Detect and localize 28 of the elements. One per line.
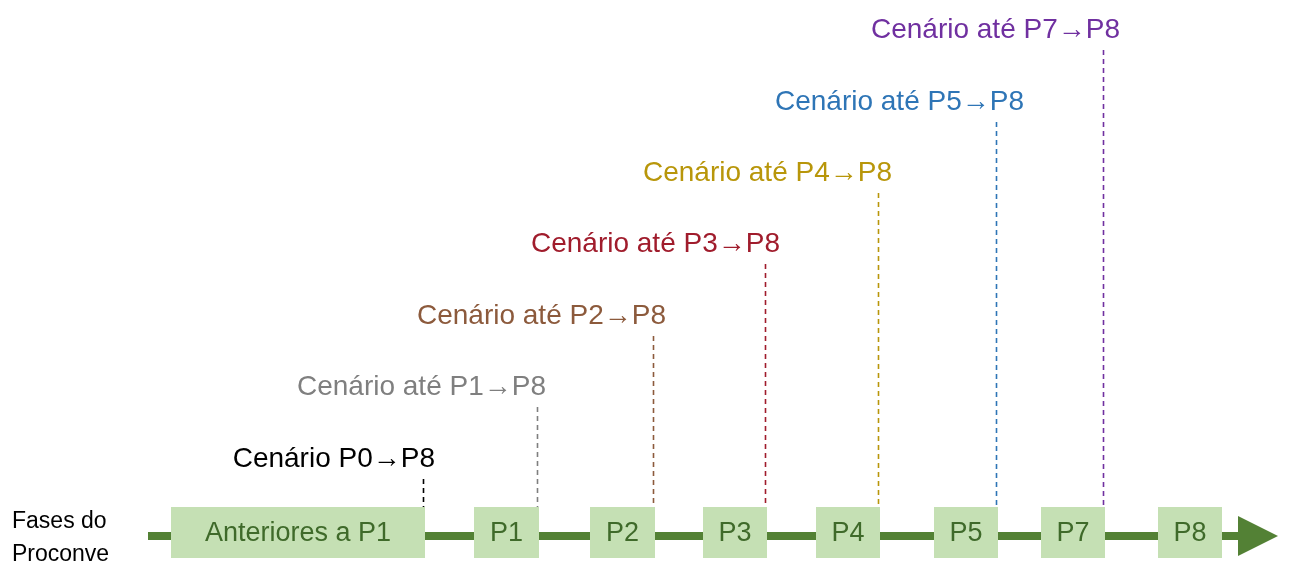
leader-line — [422, 478, 425, 508]
phase-box: P1 — [474, 507, 539, 558]
leader-line — [536, 406, 539, 508]
timeline-segment — [539, 532, 590, 540]
timeline-segment — [880, 532, 934, 540]
timeline-segment — [655, 532, 703, 540]
scenario-label: Cenário até P7→P8 — [870, 12, 1120, 46]
phase-box: Anteriores a P1 — [171, 507, 425, 558]
phase-box: P5 — [934, 507, 998, 558]
axis-title: Fases do Proconve — [12, 506, 111, 563]
timeline-segment — [1222, 516, 1278, 556]
leader-line — [1102, 49, 1105, 508]
timeline-segment — [1105, 532, 1158, 540]
leader-line — [995, 121, 998, 508]
scenario-label: Cenário P0→P8 — [232, 441, 435, 475]
phase-box: P7 — [1041, 507, 1105, 558]
phase-box: P3 — [703, 507, 767, 558]
scenario-label: Cenário até P4→P8 — [642, 155, 892, 189]
phase-box: P2 — [590, 507, 655, 558]
timeline-segment — [425, 532, 474, 540]
scenario-label: Cenário até P3→P8 — [530, 226, 780, 260]
timeline-segment — [767, 532, 816, 540]
scenario-label: Cenário até P5→P8 — [774, 84, 1024, 118]
scenario-label: Cenário até P1→P8 — [296, 369, 546, 403]
phase-box: P8 — [1158, 507, 1222, 558]
phase-box: P4 — [816, 507, 880, 558]
timeline-segment — [998, 532, 1041, 540]
scenario-label: Cenário até P2→P8 — [416, 298, 666, 332]
